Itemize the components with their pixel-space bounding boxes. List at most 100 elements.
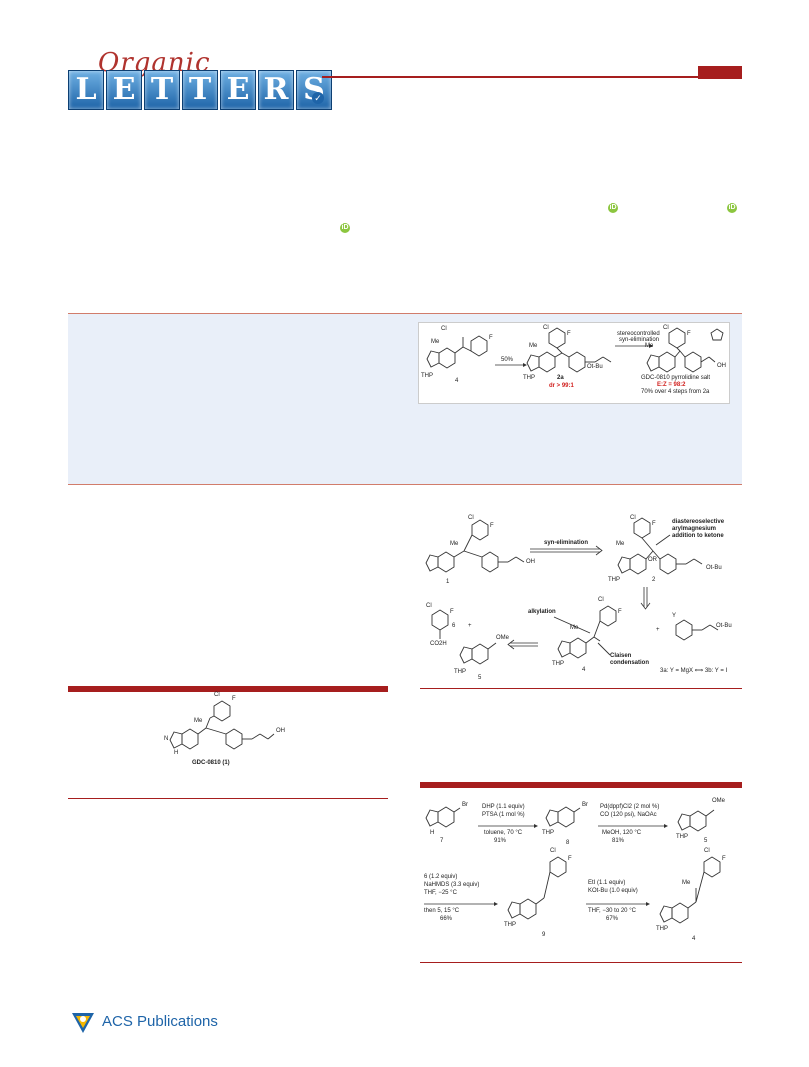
s2-f-label: F xyxy=(722,856,726,862)
publisher-logo[interactable]: ACS Publications xyxy=(68,1007,228,1037)
s1-f-label: F xyxy=(450,609,454,615)
scheme1-bottom-rule xyxy=(420,688,742,689)
toc-compound-4: 4 xyxy=(455,378,459,384)
toc-arrow-label: syn-elimination xyxy=(619,337,660,343)
s1-cl-label: Cl xyxy=(630,515,636,521)
toc-ez-ratio: E:Z = 98:2 xyxy=(657,382,686,388)
toc-thp-label: THP xyxy=(523,375,535,381)
toc-graphic: Cl F Me THP 4 50% Cl F Me THP Ot-Bu 2a d… xyxy=(418,322,730,404)
logo-tile: L xyxy=(68,70,104,110)
s2-thp-label: THP xyxy=(542,830,554,836)
scheme2-bottom-rule xyxy=(420,962,742,963)
toc-me-label: Me xyxy=(431,339,440,345)
s1-compound-4: 4 xyxy=(582,667,586,673)
s2-thp-label: THP xyxy=(676,834,688,840)
scheme2-svg xyxy=(424,806,721,924)
s1-or-label: OR xyxy=(648,557,657,563)
toc-product-name: GDC-0810 pyrrolidine salt xyxy=(641,375,711,381)
s2-step3-cond: then 5, 15 °C xyxy=(424,908,460,914)
orcid-icon[interactable]: iD xyxy=(340,223,350,233)
figure1-structure: Cl F Me OH N H GDC-0810 (1) xyxy=(160,692,310,774)
orcid-icon[interactable]: iD xyxy=(727,203,737,213)
s1-co2h-label: CO2H xyxy=(430,641,447,647)
logo-tile: R xyxy=(258,70,294,110)
toc-yield-step: 50% xyxy=(501,357,514,363)
figure-bottom-rule xyxy=(68,798,388,799)
fig1-compound-label: GDC-0810 (1) xyxy=(192,760,230,766)
logo-tile: E xyxy=(220,70,256,110)
s2-step3-reagent: 6 (1.2 equiv) xyxy=(424,874,458,880)
header-rule xyxy=(322,76,742,78)
s1-ome-label: OMe xyxy=(496,635,510,641)
s1-syn-elim-label: syn-elimination xyxy=(544,540,589,546)
s1-plus-sign: + xyxy=(656,627,660,633)
s1-compound-1: 1 xyxy=(446,579,450,585)
s1-f-label: F xyxy=(618,609,622,615)
s2-br-label: Br xyxy=(582,802,588,808)
s1-compound-5: 5 xyxy=(478,675,482,681)
journal-logo: Organic L E T T E R S ✓ xyxy=(68,48,332,116)
s1-thp-label: THP xyxy=(608,577,620,583)
toc-me-label: Me xyxy=(645,343,654,349)
s1-note-diastereo: diastereoselective xyxy=(672,519,725,525)
checkmark-icon: ✓ xyxy=(312,92,324,104)
toc-dr: dr > 99:1 xyxy=(549,383,574,389)
s1-note-alkylation: alkylation xyxy=(528,609,556,615)
s2-f-label: F xyxy=(568,856,572,862)
s1-me-label: Me xyxy=(450,541,459,547)
s2-ome-label: OMe xyxy=(712,798,726,804)
toc-cl-label: Cl xyxy=(441,326,447,332)
logo-tile: E xyxy=(106,70,142,110)
fig1-cl-label: Cl xyxy=(214,692,220,698)
s2-step4-cond: THF, −30 to 20 °C xyxy=(588,908,636,914)
s1-plus-sign: + xyxy=(468,623,472,629)
s2-compound-7: 7 xyxy=(440,838,444,844)
s1-y-label: Y xyxy=(672,613,677,619)
scheme1-svg xyxy=(425,517,719,665)
s1-oh-label: OH xyxy=(526,559,535,565)
toc-oh-label: OH xyxy=(717,363,726,369)
s2-step4-yield: 67% xyxy=(606,916,619,922)
s2-step4-reagent: EtI (1.1 equiv) xyxy=(588,880,626,886)
s2-step1-reagent: PTSA (1 mol %) xyxy=(482,812,525,818)
s2-step2-reagent: Pd(dppf)Cl2 (2 mol %) xyxy=(600,804,660,810)
s1-otbu-label: Ot-Bu xyxy=(716,623,732,629)
s1-compound-2: 2 xyxy=(652,577,656,583)
acs-logo-icon xyxy=(72,1013,94,1033)
s2-step1-cond: toluene, 70 °C xyxy=(484,830,523,836)
orcid-icon[interactable]: iD xyxy=(608,203,618,213)
fig1-h-label: H xyxy=(174,750,179,756)
toc-overall-yield: 70% over 4 steps from 2a xyxy=(641,389,710,395)
toc-f-label: F xyxy=(489,335,493,341)
s2-step4-reagent: KOt-Bu (1.0 equiv) xyxy=(588,888,638,894)
s2-compound-8: 8 xyxy=(566,840,570,846)
s2-step2-cond: MeOH, 120 °C xyxy=(602,830,642,836)
publisher-name: ACS Publications xyxy=(102,1013,218,1030)
s1-note-claisen: Claisen xyxy=(610,653,632,659)
figure1-svg xyxy=(169,700,275,750)
toc-cl-label: Cl xyxy=(543,325,549,331)
fig1-f-label: F xyxy=(232,696,236,702)
toc-compound-2a: 2a xyxy=(557,375,564,381)
toc-structures xyxy=(426,327,724,373)
s1-cl-label: Cl xyxy=(598,597,604,603)
s2-br-label: Br xyxy=(462,802,468,808)
scheme2: Br H 7 DHP (1.1 equiv) PTSA (1 mol %) to… xyxy=(420,796,742,956)
s2-cl-label: Cl xyxy=(704,848,710,854)
fig1-n-label: N xyxy=(164,736,169,742)
fig1-me-label: Me xyxy=(194,718,203,724)
s2-compound-5: 5 xyxy=(704,838,708,844)
header-tab xyxy=(698,66,742,79)
s1-me-label: Me xyxy=(616,541,625,547)
logo-letter-tiles: L E T T E R S xyxy=(68,70,332,110)
logo-tile: T xyxy=(182,70,218,110)
s2-step3-yield: 66% xyxy=(440,916,453,922)
toc-thp-label: THP xyxy=(421,373,433,379)
fig1-oh-label: OH xyxy=(276,728,285,734)
s2-step2-reagent: CO (120 psi), NaOAc xyxy=(600,812,657,818)
s2-thp-label: THP xyxy=(656,926,668,932)
logo-tile: T xyxy=(144,70,180,110)
s1-otbu-label: Ot-Bu xyxy=(706,565,722,571)
s1-f-label: F xyxy=(652,521,656,527)
s1-f-label: F xyxy=(490,523,494,529)
